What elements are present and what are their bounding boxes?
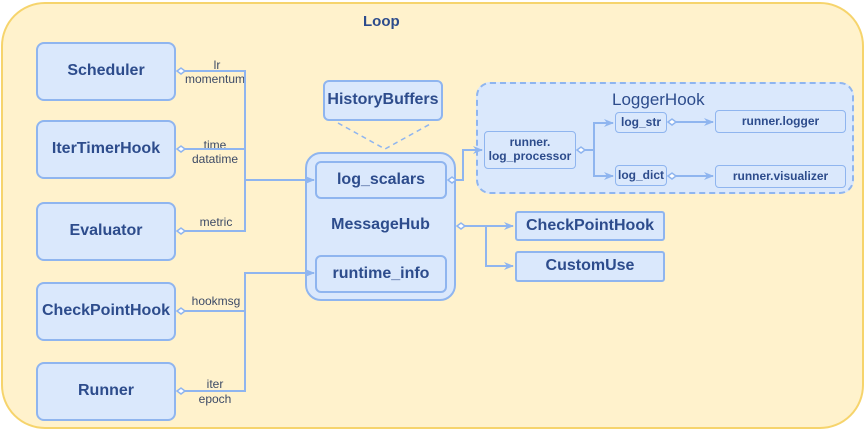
- history-buffers-connector: [337, 122, 433, 150]
- log-dict-label: log_dict: [617, 167, 664, 182]
- checkpoint-hook-source-node: CheckPointHook: [36, 282, 176, 341]
- checkpoint-hook-consumer-label: CheckPointHook: [525, 216, 654, 234]
- runner-visualizer-label: runner.visualizer: [732, 168, 829, 183]
- scheduler-label: Scheduler: [67, 62, 145, 80]
- diamond-checkpoint-source: [175, 307, 187, 315]
- iter-timer-hook-node: IterTimerHook: [36, 120, 176, 179]
- diamond-evaluator: [175, 227, 187, 235]
- edge-label-epoch: epoch: [198, 392, 232, 406]
- scheduler-node: Scheduler: [36, 42, 176, 101]
- log-processor-label: runner.log_processor: [488, 135, 572, 164]
- logger-hook-title: LoggerHook: [612, 90, 705, 109]
- diamond-runner: [175, 387, 187, 395]
- checkpoint-hook-consumer-node: CheckPointHook: [515, 211, 665, 241]
- runner-logger-label: runner.logger: [741, 113, 820, 128]
- diamond-log-dict: [666, 172, 678, 180]
- diamond-itertimer: [175, 145, 187, 153]
- runtime-info-node: runtime_info: [315, 255, 447, 293]
- edge-runner-to-runtime-info: [183, 269, 315, 392]
- runner-logger-node: runner.logger: [715, 110, 846, 133]
- edge-evaluator-to-log-scalars: [183, 180, 246, 232]
- edge-label-iter: iter: [206, 377, 224, 391]
- edge-log-processor-to-log-dict: [593, 150, 614, 180]
- runner-node: Runner: [36, 362, 176, 421]
- history-buffers-node: HistoryBuffers: [323, 80, 443, 121]
- edge-label-momentum: momentum: [184, 72, 246, 86]
- diamond-log-scalars: [446, 176, 458, 184]
- edge-label-metric: metric: [199, 215, 233, 229]
- log-dict-node: log_dict: [615, 165, 667, 186]
- evaluator-label: Evaluator: [69, 222, 143, 240]
- edge-label-datatime: datatime: [191, 152, 239, 166]
- runtime-info-label: runtime_info: [332, 264, 430, 282]
- evaluator-node: Evaluator: [36, 202, 176, 261]
- log-scalars-label: log_scalars: [336, 170, 426, 188]
- diamond-scheduler: [175, 67, 187, 75]
- edge-label-hookmsg: hookmsg: [191, 294, 241, 308]
- diamond-message-hub: [455, 222, 467, 230]
- edge-log-scalars-to-log-processor: [454, 146, 483, 181]
- edge-log-processor-to-log-str: [584, 119, 614, 151]
- edge-scheduler-to-log-scalars: [183, 70, 246, 180]
- runner-label: Runner: [78, 382, 134, 400]
- log-processor-line2: log_processor: [488, 149, 572, 163]
- edge-hub-to-custom-use: [485, 226, 514, 270]
- diamond-log-str: [666, 118, 678, 126]
- edge-checkpoint-to-runtime-info: [183, 273, 246, 312]
- log-str-node: log_str: [615, 112, 667, 133]
- custom-use-label: CustomUse: [545, 257, 635, 275]
- loop-title: Loop: [363, 13, 400, 30]
- history-buffers-label: HistoryBuffers: [327, 91, 439, 109]
- log-scalars-node: log_scalars: [315, 161, 447, 199]
- custom-use-node: CustomUse: [515, 251, 665, 282]
- message-hub-title: MessageHub: [331, 216, 430, 233]
- edge-label-lr: lr: [213, 58, 221, 72]
- diamond-log-processor: [575, 146, 587, 154]
- runner-visualizer-node: runner.visualizer: [715, 165, 846, 188]
- checkpoint-hook-source-label: CheckPointHook: [41, 302, 170, 320]
- log-str-label: log_str: [620, 114, 661, 129]
- log-processor-line1: runner.: [509, 135, 551, 150]
- log-processor-node: runner.log_processor: [484, 131, 576, 169]
- iter-timer-hook-label: IterTimerHook: [51, 140, 161, 158]
